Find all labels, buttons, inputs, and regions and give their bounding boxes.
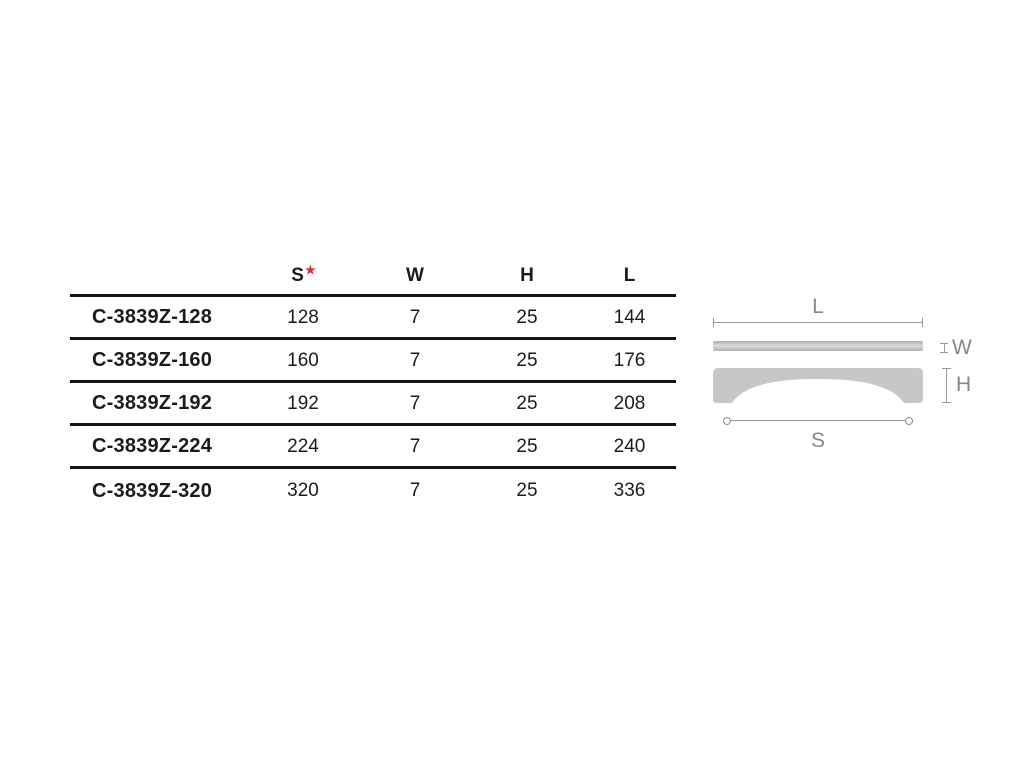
value-l: 176 bbox=[613, 349, 646, 371]
dim-tick-icon bbox=[713, 318, 714, 327]
dim-label-spacing: S bbox=[810, 429, 825, 452]
product-code: C-3839Z-224 bbox=[92, 435, 213, 457]
dim-label-width: W bbox=[952, 336, 972, 359]
table-row: C-3839Z-224 224 7 25 240 bbox=[70, 426, 676, 469]
column-header-w: W bbox=[406, 264, 424, 286]
product-code: C-3839Z-320 bbox=[92, 479, 213, 502]
value-w: 7 bbox=[409, 435, 421, 457]
column-header-s-label: S bbox=[291, 264, 304, 286]
dimensions-table: S★ W H L C-3839Z-128 128 7 25 144 C-3839… bbox=[70, 256, 676, 512]
column-header-s: S★ bbox=[247, 262, 359, 286]
value-s: 160 bbox=[287, 349, 319, 371]
value-s: 128 bbox=[287, 306, 319, 328]
table-row: C-3839Z-192 192 7 25 208 bbox=[70, 383, 676, 426]
table-row: C-3839Z-128 128 7 25 144 bbox=[70, 297, 676, 340]
value-h: 25 bbox=[516, 392, 538, 414]
product-code: C-3839Z-192 bbox=[92, 392, 213, 414]
table-row: C-3839Z-160 160 7 25 176 bbox=[70, 340, 676, 383]
dim-line-length bbox=[713, 318, 923, 327]
column-header-h: H bbox=[520, 264, 534, 286]
value-s: 192 bbox=[287, 392, 319, 414]
value-h: 25 bbox=[516, 435, 538, 457]
value-l: 240 bbox=[613, 435, 646, 457]
value-l: 336 bbox=[613, 480, 646, 501]
width-bracket-icon bbox=[940, 343, 948, 353]
value-w: 7 bbox=[409, 480, 421, 501]
column-header-l: L bbox=[623, 264, 636, 286]
value-w: 7 bbox=[409, 349, 421, 371]
product-code: C-3839Z-160 bbox=[92, 349, 213, 371]
value-w: 7 bbox=[409, 392, 421, 414]
handle-front-view bbox=[713, 368, 923, 403]
value-h: 25 bbox=[516, 306, 538, 328]
hole-marker-icon bbox=[723, 417, 731, 425]
value-h: 25 bbox=[516, 349, 538, 371]
value-w: 7 bbox=[409, 306, 421, 328]
value-s: 320 bbox=[287, 480, 319, 501]
dim-line-spacing bbox=[723, 417, 913, 425]
product-code: C-3839Z-128 bbox=[92, 306, 213, 328]
value-s: 224 bbox=[287, 435, 319, 457]
value-h: 25 bbox=[516, 480, 538, 501]
table-row: C-3839Z-320 320 7 25 336 bbox=[70, 469, 676, 512]
hole-marker-icon bbox=[905, 417, 913, 425]
dim-label-height: H bbox=[956, 373, 972, 396]
dim-label-length: L bbox=[812, 295, 824, 318]
dim-tick-icon bbox=[922, 318, 923, 327]
handle-top-view bbox=[713, 341, 923, 351]
value-l: 144 bbox=[613, 306, 646, 328]
table-header-row: S★ W H L bbox=[70, 256, 676, 297]
height-bracket-icon bbox=[942, 368, 951, 403]
asterisk-icon: ★ bbox=[304, 262, 316, 277]
handle-profile-shape bbox=[713, 368, 923, 403]
value-l: 208 bbox=[613, 392, 646, 414]
